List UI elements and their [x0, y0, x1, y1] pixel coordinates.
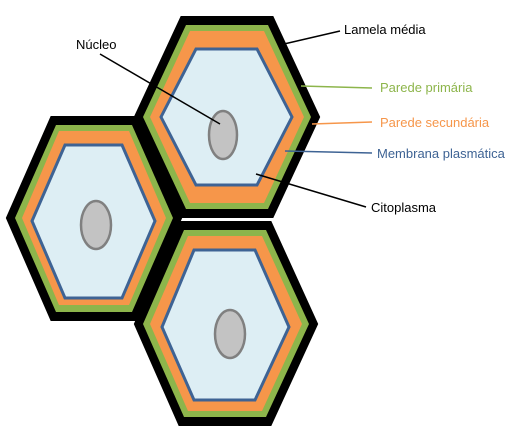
label-nucleo: Núcleo	[76, 37, 116, 52]
cell-bottom	[133, 221, 319, 426]
leader-citoplasma	[255, 173, 367, 208]
cell-bottom-nucleo	[213, 308, 247, 360]
leader-parede-primaria	[300, 85, 373, 89]
cell-top	[133, 16, 321, 218]
leader-lamela-media	[283, 30, 341, 45]
leader-nucleo	[99, 53, 221, 125]
cell-left-nucleo	[79, 199, 113, 251]
label-lamela-media: Lamela média	[344, 22, 426, 37]
leader-parede-secundaria	[311, 121, 373, 125]
label-parede-primaria: Parede primária	[380, 80, 473, 95]
cell-top-nucleo	[207, 109, 239, 161]
label-parede-secundaria: Parede secundária	[380, 115, 490, 130]
label-citoplasma: Citoplasma	[371, 200, 437, 215]
label-membrana-plasmatica: Membrana plasmática	[377, 146, 506, 161]
leader-membrana-plasmatica	[284, 150, 373, 154]
